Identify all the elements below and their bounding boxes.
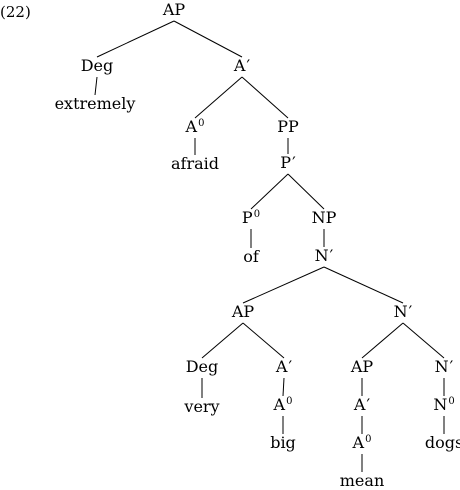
tree-node-very: very [184,398,219,416]
node-category: A [352,433,365,452]
node-word: of [243,247,259,266]
bar-prime: ′ [449,357,454,376]
tree-edge-abar1-a0_1 [194,76,243,119]
tree-node-big: big [270,434,296,452]
node-category: N [433,395,448,414]
tree-node-pp: PP [277,118,299,136]
tree-node-deg1: Deg [81,57,114,75]
tree-edge-pbar-np [287,173,325,210]
example-number: (22) [0,3,31,21]
tree-node-extremely: extremely [55,95,136,113]
node-category: PP [277,117,299,136]
tree-node-np: NP [312,209,337,227]
tree-edge-ap_root-abar1 [173,20,243,58]
zero-superscript: 0 [198,117,205,129]
tree-edge-deg1-extremely [94,76,98,96]
zero-superscript: 0 [448,395,455,407]
zero-superscript: 0 [286,395,293,407]
node-word: extremely [54,94,136,113]
tree-node-of: of [243,248,259,266]
tree-node-pbar: P′ [280,154,295,172]
node-category: N [434,357,449,376]
tree-edge-ap2-deg2 [201,322,244,359]
tree-node-ap2: AP [232,303,254,321]
node-category: NP [311,208,337,227]
tree-node-ap3: AP [351,358,373,376]
tree-edge-nbar1-nbar2 [323,266,404,304]
tree-node-a0_2: A0 [274,396,293,414]
node-category: Deg [80,56,114,75]
tree-node-abar2: A′ [276,358,292,376]
node-category: A [353,395,366,414]
zero-superscript: 0 [365,433,372,445]
node-category: P [241,208,253,227]
zero-superscript: 0 [253,208,261,220]
tree-edge-nbar2-nbar3 [402,322,445,359]
tree-edge-ap2-abar2 [242,322,285,359]
tree-edge-abar2-a0_2 [282,377,285,397]
tree-node-mean: mean [340,472,384,490]
tree-node-p0: P0 [242,209,260,227]
tree-edge-abar1-pp [241,76,289,119]
tree-edge-pbar-p0 [250,173,289,210]
tree-node-a0_1: A0 [186,118,205,136]
node-word: dogs [424,433,460,452]
tree-node-abar3: A′ [354,396,370,414]
tree-node-nbar1: N′ [315,247,334,265]
tree-edge-nbar2-ap3 [361,322,404,359]
node-category: AP [162,0,186,19]
tree-node-ap_root: AP [163,1,185,19]
tree-edge-ap_root-deg1 [96,20,175,58]
bar-prime: ′ [366,395,371,414]
node-category: A [275,357,288,376]
node-word: afraid [170,154,220,173]
node-category: N [314,246,329,265]
node-word: big [270,433,296,452]
node-category: AP [350,357,374,376]
tree-node-nbar2: N′ [394,303,413,321]
bar-prime: ′ [246,56,251,75]
node-category: Deg [185,357,219,376]
tree-node-abar1: A′ [234,57,250,75]
bar-prime: ′ [329,246,334,265]
node-category: N [393,302,408,321]
bar-prime: ′ [292,153,296,172]
node-category: A [273,395,286,414]
tree-edge-nbar1-ap2 [242,266,325,304]
bar-prime: ′ [288,357,293,376]
tree-node-dogs: dogs [425,434,460,452]
tree-node-a0_3: A0 [353,434,372,452]
tree-node-afraid: afraid [171,155,219,173]
node-category: A [185,117,198,136]
tree-node-n0: N0 [433,396,454,414]
bar-prime: ′ [408,302,413,321]
tree-node-deg2: Deg [186,358,219,376]
tree-node-nbar3: N′ [435,358,454,376]
node-category: A [233,56,246,75]
node-category: P [280,153,292,172]
node-word: mean [339,471,385,490]
node-category: AP [231,302,255,321]
node-word: very [184,397,220,416]
